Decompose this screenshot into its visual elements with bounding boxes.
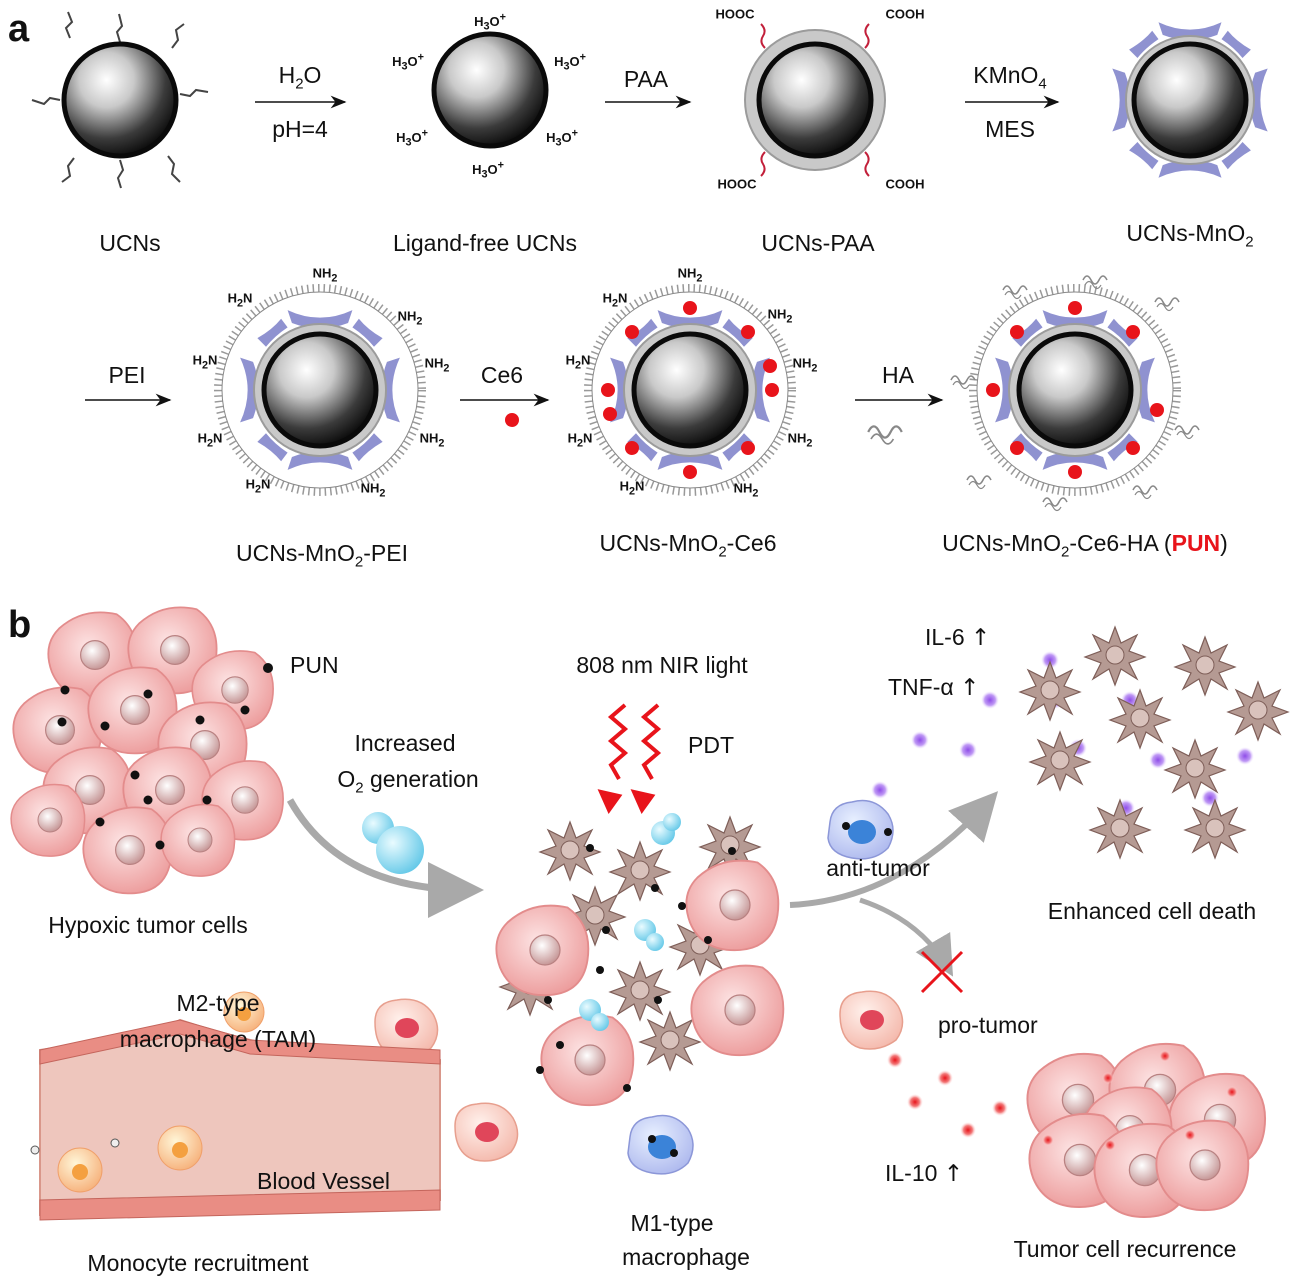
o2-bubbles	[362, 812, 424, 874]
arrow-to-recurrence	[859, 897, 954, 977]
nir-light-icon	[597, 703, 662, 815]
h3o-label: H3O+	[554, 51, 586, 73]
ucns-mno2-ce6-particle	[584, 284, 796, 496]
amine-label: H2N	[567, 430, 593, 450]
dead-tumor-cells	[1019, 626, 1289, 859]
carboxyl-label: COOH	[885, 176, 925, 192]
tam-label: macrophage (TAM)	[119, 1026, 317, 1052]
ligand-free-particle	[434, 34, 546, 146]
m1-macrophage-anti-tumor	[827, 799, 894, 860]
product-ligand-free: Ligand-free UCNs	[392, 230, 578, 256]
step-1-top: H2O	[278, 62, 322, 93]
m1-type-label: M1-type	[630, 1210, 714, 1236]
recurrence-label: Tumor cell recurrence	[1013, 1236, 1237, 1262]
panel-label-a: a	[8, 8, 30, 50]
step-2-top: PAA	[623, 66, 669, 92]
step-4-top: PEI	[108, 362, 146, 388]
product-ucns-paa: UCNs-PAA	[761, 230, 875, 256]
step-5-top: Ce6	[480, 362, 524, 388]
m2-type-label: M2-type	[176, 990, 260, 1016]
ucns-mno2-pei-particle	[214, 284, 426, 496]
il6-text: IL-6	[925, 624, 965, 650]
blocked-cross-icon	[920, 950, 964, 994]
step-6-top: HA	[882, 362, 914, 388]
il10-text: IL-10	[885, 1160, 938, 1186]
ce6-dot	[505, 413, 519, 427]
ucns-paa-particle	[744, 23, 886, 177]
anti-tumor-label: anti-tumor	[826, 855, 930, 881]
blood-vessel	[30, 991, 441, 1221]
tumor-microenvironment-cluster	[495, 813, 785, 1107]
product-ucns: UCNs	[99, 230, 161, 256]
pun-particle	[950, 275, 1200, 512]
amine-label: H2N	[619, 478, 645, 498]
tnf-text: TNF-α	[888, 674, 954, 700]
amine-label: H2N	[227, 290, 253, 310]
ucns-particle	[31, 11, 209, 189]
product-pun: UCNs-MnO2-Ce6-HA (PUN)	[942, 530, 1228, 561]
m2-macrophage-bottom	[454, 1102, 519, 1162]
tnf-label: TNF-α ↑	[888, 674, 980, 701]
amine-label: H2N	[565, 352, 591, 372]
step-1-bottom: pH=4	[272, 116, 328, 142]
step-3-bottom: MES	[985, 116, 1035, 142]
blood-vessel-label: Blood Vessel	[257, 1168, 390, 1194]
ucns-mno2-particle	[1112, 22, 1268, 178]
nir-light-label: 808 nm NIR light	[576, 652, 748, 678]
il10-label: IL-10 ↑	[885, 1160, 964, 1187]
h3o-label: H3O+	[392, 51, 424, 73]
m1-macrophage-label: macrophage	[622, 1244, 750, 1270]
hypoxic-label: Hypoxic tumor cells	[48, 912, 248, 938]
hypoxic-tumor-cluster	[10, 606, 284, 895]
product-ucns-mno2-ce6: UCNs-MnO2-Ce6	[599, 530, 777, 561]
recurrent-tumor-cluster	[1026, 1042, 1267, 1218]
h3o-label: H3O+	[546, 127, 578, 149]
amine-label: NH2	[787, 430, 813, 450]
amine-label: NH2	[677, 265, 703, 285]
ha-strand-icon	[867, 425, 903, 446]
h3o-label: H3O+	[396, 127, 428, 149]
il6-label: IL-6 ↑	[925, 624, 991, 651]
amine-label: NH2	[397, 308, 423, 328]
amine-label: H2N	[602, 290, 628, 310]
amine-label: NH2	[767, 306, 793, 326]
o2-generation-label: O2 generation	[337, 766, 479, 797]
monocyte-label: Monocyte recruitment	[87, 1250, 309, 1276]
h3o-label: H3O+	[472, 159, 504, 181]
enhanced-death-label: Enhanced cell death	[1047, 898, 1257, 924]
increased-label: Increased	[354, 730, 456, 756]
pun-legend-dot	[263, 663, 273, 673]
amine-label: NH2	[312, 265, 338, 285]
amine-label: NH2	[360, 480, 386, 500]
step-3-top: KMnO4	[973, 62, 1047, 93]
carboxyl-label: HOOC	[717, 176, 757, 192]
anti-inflammatory-cytokines	[887, 1052, 1008, 1138]
m1-macrophage-bottom	[627, 1114, 694, 1175]
arrow-to-cell-death	[789, 791, 999, 908]
carboxyl-label: COOH	[885, 6, 925, 22]
amine-label: NH2	[792, 355, 818, 375]
arrow-to-center	[286, 798, 484, 918]
amine-label: H2N	[192, 352, 218, 372]
carboxyl-label: HOOC	[715, 6, 755, 22]
product-ucns-mno2: UCNs-MnO2	[1126, 220, 1254, 251]
pun-legend-label: PUN	[290, 652, 339, 678]
pun-abbrev: PUN	[1171, 530, 1221, 556]
product-ucns-mno2-pei: UCNs-MnO2-PEI	[236, 540, 408, 571]
amine-label: H2N	[197, 430, 223, 450]
amine-label: NH2	[424, 355, 450, 375]
amine-label: NH2	[733, 480, 759, 500]
h3o-label: H3O+	[474, 11, 506, 33]
m2-macrophage-right	[839, 990, 904, 1050]
amine-label: NH2	[419, 430, 445, 450]
amine-label: H2N	[245, 476, 271, 496]
panel-label-b: b	[8, 604, 32, 646]
pro-tumor-label: pro-tumor	[938, 1012, 1038, 1038]
pdt-label: PDT	[688, 732, 734, 758]
